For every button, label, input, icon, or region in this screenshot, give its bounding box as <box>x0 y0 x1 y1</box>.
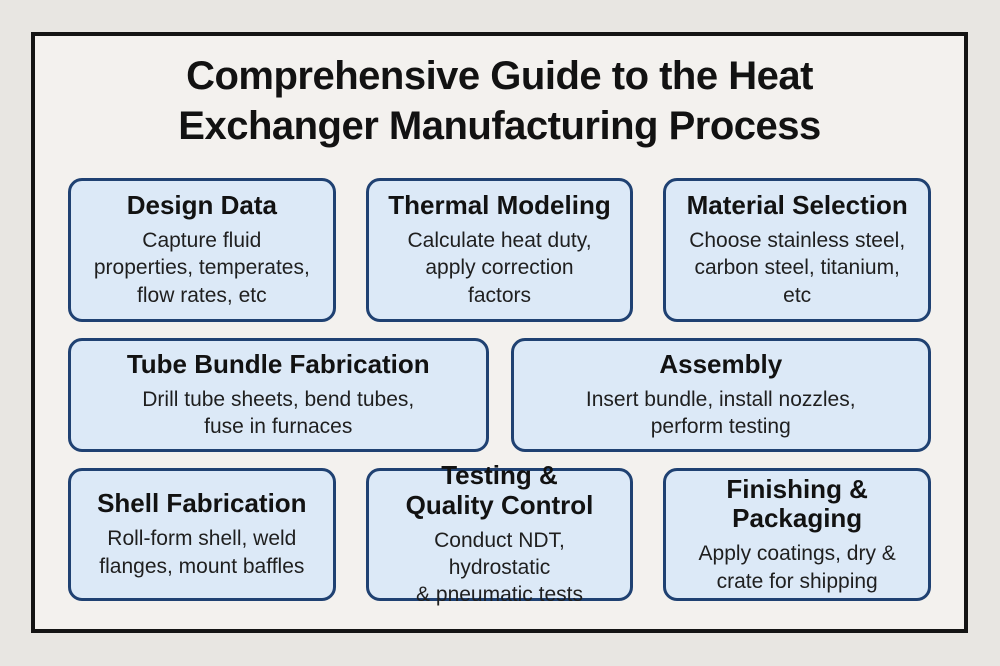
page-title: Comprehensive Guide to the Heat Exchange… <box>178 54 821 148</box>
process-box-material-selection: Material Selection Choose stainless stee… <box>663 178 932 323</box>
process-row-2: Tube Bundle Fabrication Drill tube sheet… <box>68 338 931 453</box>
process-row-1: Design Data Capture fluid properties, te… <box>68 178 932 323</box>
box-heading-design-data: Design Data <box>126 190 277 221</box>
box-heading-thermal-modeling: Thermal Modeling <box>388 190 611 221</box>
box-heading-testing-quality-control: Testing & Quality Control <box>405 459 594 520</box>
box-body-testing-quality-control: Conduct NDT, hydrostatic & pneumatic tes… <box>416 528 583 607</box>
process-box-finishing-packaging: Finishing & Packaging Apply coatings, dr… <box>663 468 932 602</box>
process-rows: Design Data Capture fluid properties, te… <box>68 178 932 606</box>
box-body-assembly: Insert bundle, install nozzles, perform … <box>585 387 856 439</box>
box-body-material-selection: Choose stainless steel, carbon steel, ti… <box>689 229 906 307</box>
box-body-thermal-modeling: Calculate heat duty, apply correction fa… <box>407 229 592 307</box>
box-body-tube-bundle-fabrication: Drill tube sheets, bend tubes, fuse in f… <box>142 387 415 439</box>
process-box-assembly: Assembly Insert bundle, install nozzles,… <box>510 338 931 453</box>
process-box-tube-bundle-fabrication: Tube Bundle Fabrication Drill tube sheet… <box>68 338 489 453</box>
process-box-testing-quality-control: Testing & Quality Control Conduct NDT, h… <box>365 460 634 606</box>
box-heading-material-selection: Material Selection <box>686 190 908 221</box>
box-heading-finishing-packaging: Finishing & Packaging <box>726 473 868 534</box>
process-box-design-data: Design Data Capture fluid properties, te… <box>68 178 336 323</box>
box-body-finishing-packaging: Apply coatings, dry & crate for shipping <box>698 542 896 593</box>
process-box-shell-fabrication: Shell Fabrication Roll-form shell, weld … <box>68 468 336 602</box>
infographic-frame: Comprehensive Guide to the Heat Exchange… <box>31 32 968 633</box>
process-row-3: Shell Fabrication Roll-form shell, weld … <box>68 460 932 606</box>
box-heading-shell-fabrication: Shell Fabrication <box>97 488 307 519</box>
box-body-design-data: Capture fluid properties, temperates, fl… <box>93 229 310 307</box>
box-heading-assembly: Assembly <box>659 348 783 379</box>
process-box-thermal-modeling: Thermal Modeling Calculate heat duty, ap… <box>365 178 634 323</box>
box-heading-tube-bundle-fabrication: Tube Bundle Fabrication <box>126 348 430 379</box>
box-body-shell-fabrication: Roll-form shell, weld flanges, mount baf… <box>99 527 305 578</box>
